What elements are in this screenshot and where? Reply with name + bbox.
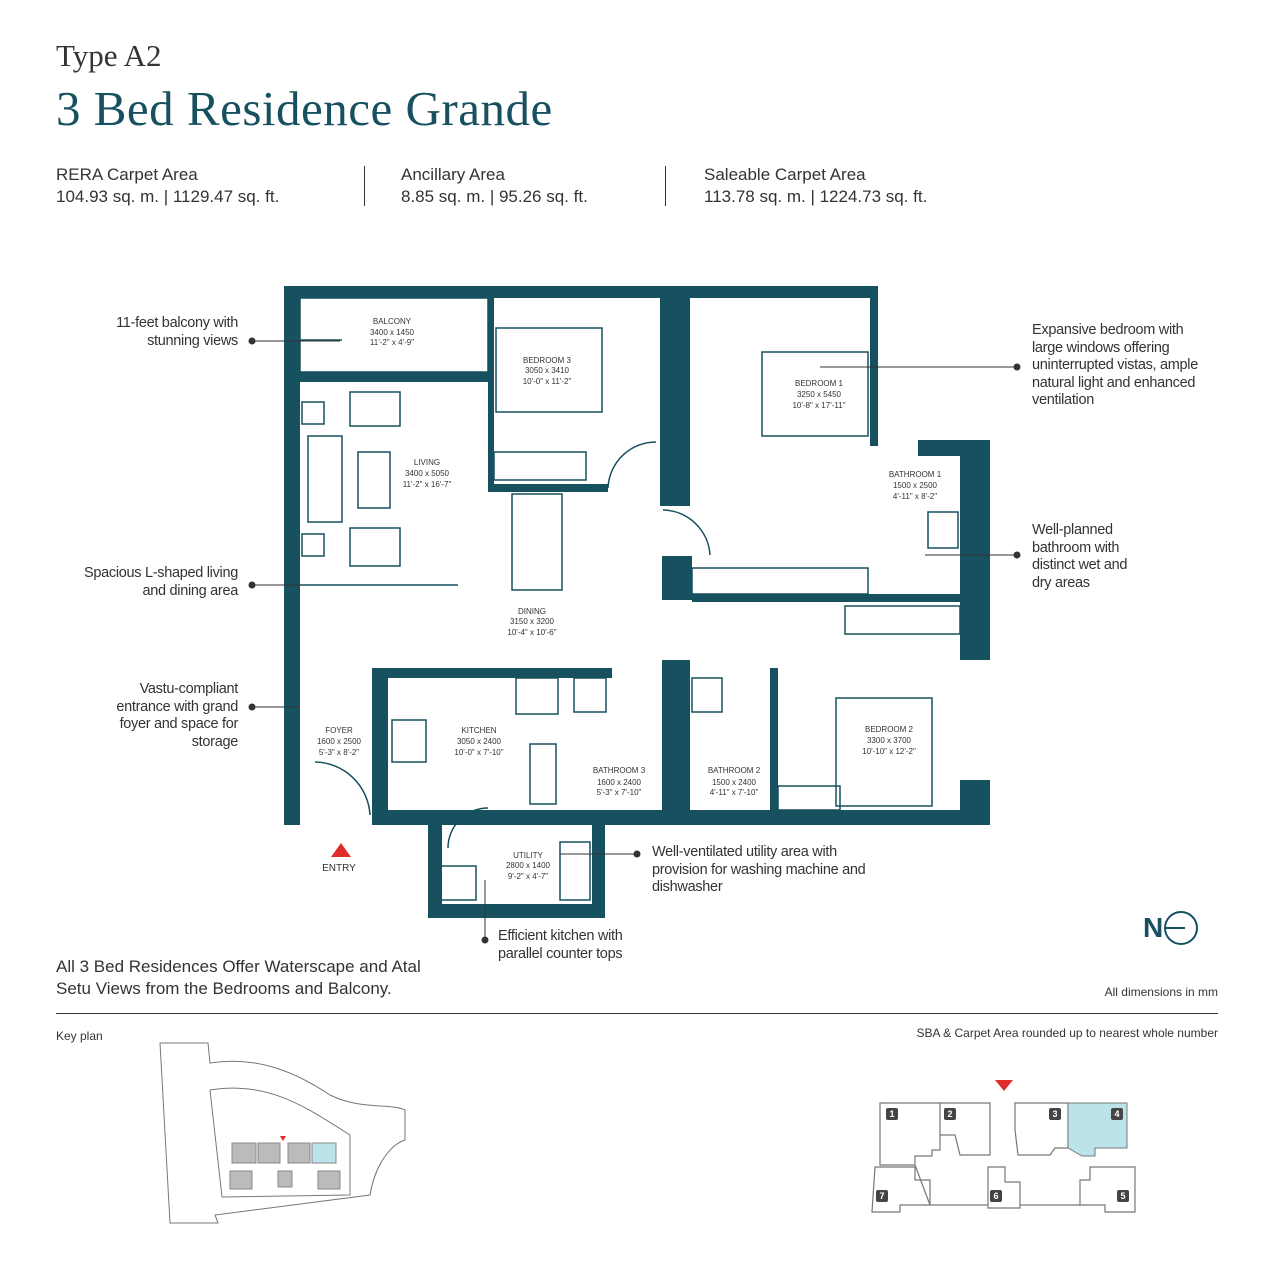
svg-text:3: 3 [1052, 1109, 1057, 1119]
callout-lines [248, 337, 1021, 944]
svg-text:2800 x 1400: 2800 x 1400 [506, 861, 551, 870]
svg-text:4'-11" x 8'-2": 4'-11" x 8'-2" [893, 492, 937, 501]
ancillary-area: Ancillary Area 8.85 sq. m. | 95.26 sq. f… [401, 164, 588, 208]
views-note: All 3 Bed Residences Offer Waterscape an… [56, 957, 421, 998]
svg-text:11'-2" x 16'-7": 11'-2" x 16'-7" [403, 480, 452, 489]
callout-foyer: Vastu-compliant entrance with grand foye… [116, 681, 238, 750]
svg-text:10'-8" x 17'-11": 10'-8" x 17'-11" [792, 401, 845, 410]
svg-text:3150 x 3200: 3150 x 3200 [510, 617, 555, 626]
unit-type: Type A2 [56, 38, 162, 73]
north-label: N [1143, 912, 1164, 943]
callout-bathroom: Well-planned bathroom with distinct wet … [1032, 522, 1128, 591]
svg-text:3400 x 1450: 3400 x 1450 [370, 328, 415, 337]
svg-text:10'-4" x 10'-6": 10'-4" x 10'-6" [507, 628, 556, 637]
floor-plan: BALCONY 3400 x 1450 11'-2" x 4'-9" BEDRO… [248, 286, 1021, 944]
walls [284, 286, 990, 918]
fixtures [299, 297, 961, 901]
svg-text:BATHROOM 2: BATHROOM 2 [708, 766, 761, 775]
entry-arrow-icon [331, 843, 351, 857]
svg-text:10'-10" x 12'-2": 10'-10" x 12'-2" [862, 747, 916, 756]
divider [56, 1013, 1218, 1014]
svg-text:1500 x 2500: 1500 x 2500 [893, 481, 938, 490]
room-label-balcony: BALCONY 3400 x 1450 11'-2" x 4'-9" [370, 317, 415, 347]
room-label-bathroom-2: BATHROOM 2 1500 x 2400 4'-11" x 7'-10" [708, 766, 761, 797]
entry-marker-icon [995, 1080, 1013, 1091]
svg-text:3050 x 3410: 3050 x 3410 [525, 366, 570, 375]
svg-text:BEDROOM 2: BEDROOM 2 [865, 725, 914, 734]
svg-text:LIVING: LIVING [414, 458, 440, 467]
svg-text:5'-3" x 8'-2": 5'-3" x 8'-2" [319, 748, 359, 757]
svg-text:BALCONY: BALCONY [373, 317, 412, 326]
svg-text:3300 x 3700: 3300 x 3700 [867, 736, 912, 745]
svg-text:BATHROOM 3: BATHROOM 3 [593, 766, 646, 775]
room-label-bedroom-3: BEDROOM 3 3050 x 3410 10'-0" x 11'-2" [523, 356, 572, 386]
callout-utility: Well-ventilated utility area with provis… [652, 844, 866, 895]
unit-number-badges: 1 2 3 4 5 6 7 [876, 1108, 1129, 1202]
divider [665, 166, 666, 206]
svg-text:2: 2 [947, 1109, 952, 1119]
saleable-area: Saleable Carpet Area 113.78 sq. m. | 122… [704, 164, 927, 208]
svg-text:10'-0" x 7'-10": 10'-0" x 7'-10" [454, 748, 503, 757]
svg-text:3400 x 5050: 3400 x 5050 [405, 469, 450, 478]
svg-text:1: 1 [889, 1109, 894, 1119]
callout-living: Spacious L-shaped living and dining area [83, 565, 238, 599]
room-label-foyer: FOYER 1600 x 2500 5'-3" x 8'-2" [317, 726, 362, 757]
saleable-area-label: Saleable Carpet Area [704, 165, 866, 184]
room-label-kitchen: KITCHEN 3050 x 2400 10'-0" x 7'-10" [454, 726, 503, 757]
page-title: 3 Bed Residence Grande [56, 81, 553, 136]
room-label-utility: UTILITY 2800 x 1400 9'-2" x 4'-7" [506, 851, 551, 881]
ancillary-area-value: 8.85 sq. m. | 95.26 sq. ft. [401, 187, 588, 206]
svg-text:1500 x 2400: 1500 x 2400 [712, 778, 757, 787]
room-label-bathroom-1: BATHROOM 1 1500 x 2500 4'-11" x 8'-2" [889, 470, 942, 501]
svg-text:BEDROOM 1: BEDROOM 1 [795, 379, 844, 388]
svg-text:4'-11" x 7'-10": 4'-11" x 7'-10" [710, 788, 759, 797]
north-indicator: N [1143, 910, 1199, 946]
ancillary-area-label: Ancillary Area [401, 165, 505, 184]
svg-text:5'-3" x 7'-10": 5'-3" x 7'-10" [597, 788, 642, 797]
svg-text:BATHROOM 1: BATHROOM 1 [889, 470, 942, 479]
divider [364, 166, 365, 206]
rera-area: RERA Carpet Area 104.93 sq. m. | 1129.47… [56, 164, 279, 208]
dimensions-note: All dimensions in mm [1104, 985, 1218, 999]
compass-icon [1164, 911, 1199, 945]
callout-balcony: 11-feet balcony with stunning views [116, 315, 238, 349]
entry-marker-icon [280, 1136, 286, 1141]
room-label-dining: DINING 3150 x 3200 10'-4" x 10'-6" [507, 607, 556, 637]
svg-text:1600 x 2400: 1600 x 2400 [597, 778, 642, 787]
room-label-bedroom-2: BEDROOM 2 3300 x 3700 10'-10" x 12'-2" [862, 725, 916, 756]
svg-text:KITCHEN: KITCHEN [461, 726, 496, 735]
room-label-bathroom-3: BATHROOM 3 1600 x 2400 5'-3" x 7'-10" [593, 766, 646, 797]
svg-text:UTILITY: UTILITY [513, 851, 543, 860]
floor-key-plan: 1 2 3 4 5 6 7 [871, 1080, 1136, 1213]
svg-text:3050 x 2400: 3050 x 2400 [457, 737, 502, 746]
svg-text:5: 5 [1120, 1191, 1125, 1201]
svg-text:10'-0" x 11'-2": 10'-0" x 11'-2" [523, 377, 572, 386]
svg-text:1600 x 2500: 1600 x 2500 [317, 737, 362, 746]
svg-text:4: 4 [1114, 1109, 1119, 1119]
svg-text:DINING: DINING [518, 607, 546, 616]
highlighted-unit [311, 1142, 337, 1164]
callout-bedroom: Expansive bedroom with large windows off… [1032, 322, 1198, 408]
callout-kitchen: Efficient kitchen with parallel counter … [498, 928, 623, 962]
svg-text:7: 7 [879, 1191, 884, 1201]
room-label-bedroom-1: BEDROOM 1 3250 x 5450 10'-8" x 17'-11" [792, 379, 845, 410]
svg-text:BEDROOM 3: BEDROOM 3 [523, 356, 572, 365]
svg-text:11'-2" x 4'-9": 11'-2" x 4'-9" [370, 338, 414, 347]
svg-text:FOYER: FOYER [325, 726, 353, 735]
rera-area-label: RERA Carpet Area [56, 165, 198, 184]
svg-text:6: 6 [993, 1191, 998, 1201]
saleable-area-value: 113.78 sq. m. | 1224.73 sq. ft. [704, 187, 928, 206]
entry-label: ENTRY [322, 863, 356, 874]
rounding-note: SBA & Carpet Area rounded up to nearest … [916, 1026, 1218, 1040]
rera-area-value: 104.93 sq. m. | 1129.47 sq. ft. [56, 187, 280, 206]
svg-text:9'-2" x 4'-7": 9'-2" x 4'-7" [508, 872, 548, 881]
svg-text:3250 x 5450: 3250 x 5450 [797, 390, 842, 399]
site-key-plan [159, 1042, 406, 1224]
room-label-living: LIVING 3400 x 5050 11'-2" x 16'-7" [403, 458, 452, 489]
key-plan-label: Key plan [56, 1029, 103, 1043]
